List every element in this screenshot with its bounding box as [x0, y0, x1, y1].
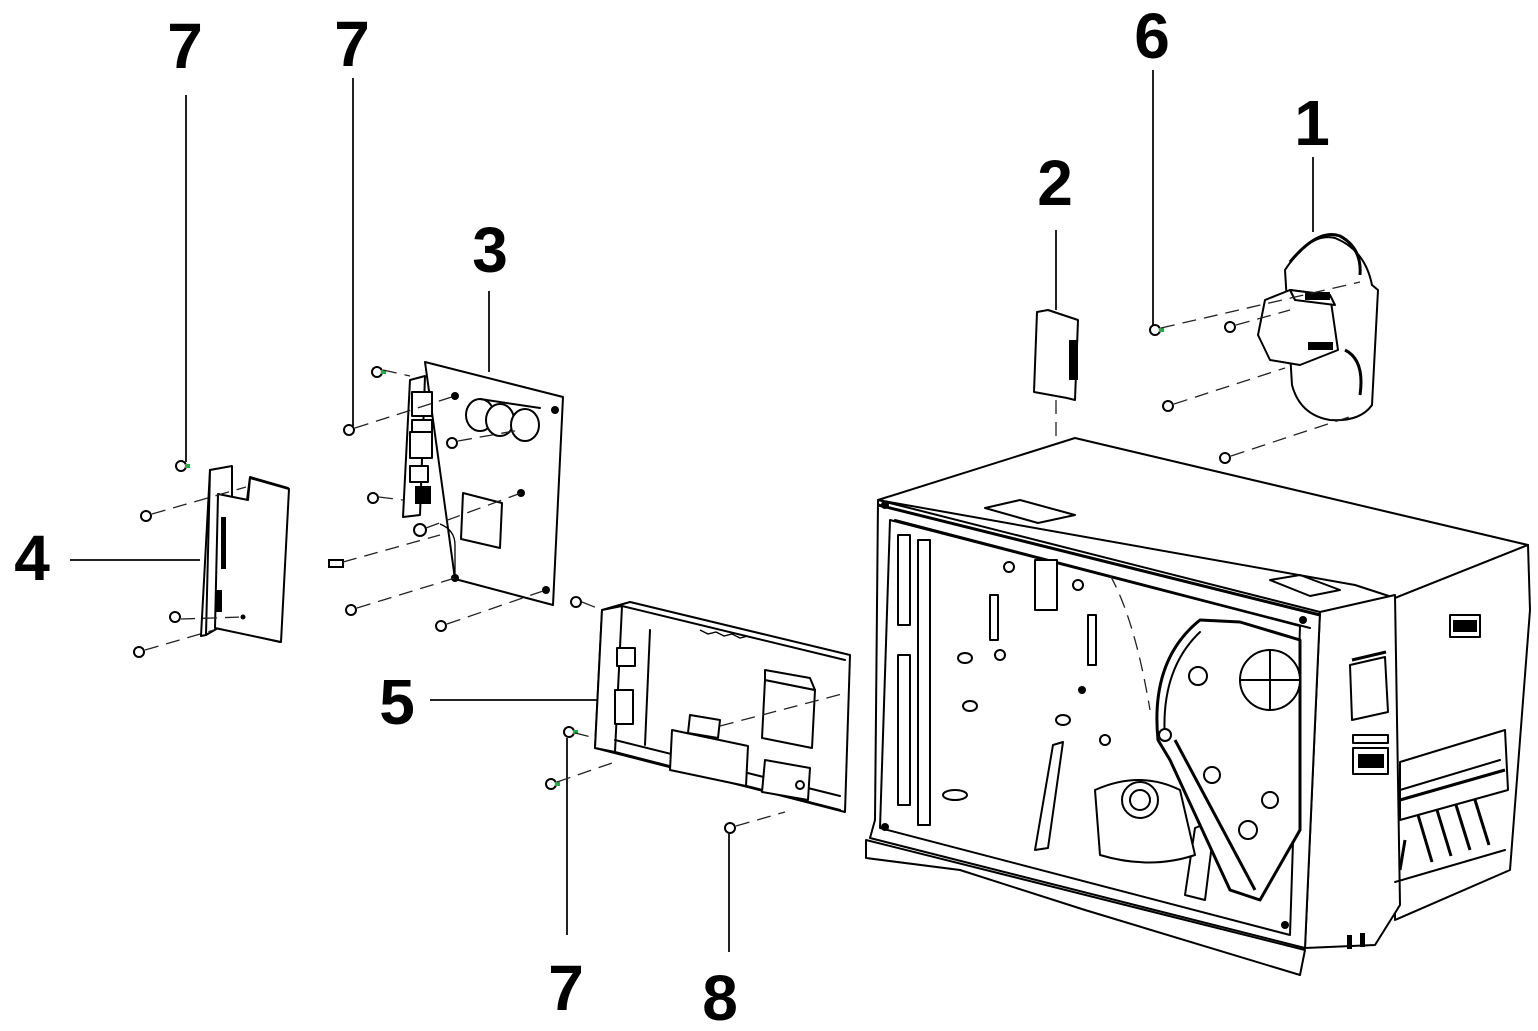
screw-icon — [140, 510, 152, 522]
screw-icon — [367, 492, 379, 504]
screw-icon — [563, 726, 578, 738]
screw-icon — [413, 523, 427, 537]
printer-chassis — [865, 437, 1531, 976]
screw-icon — [435, 620, 447, 632]
callout-8: 8 — [702, 962, 738, 1031]
part-5-power-supply — [545, 596, 851, 834]
screw-icon — [133, 646, 145, 658]
callout-6: 6 — [1134, 0, 1170, 72]
leader-lines — [70, 70, 1314, 952]
screw-icon — [371, 366, 386, 378]
screw-icon — [545, 778, 560, 790]
screw-icon — [570, 596, 582, 608]
screw-icon — [345, 604, 357, 616]
callout-2: 2 — [1037, 147, 1073, 219]
callout-1: 1 — [1294, 87, 1330, 159]
part-4-option-board — [133, 460, 290, 658]
screw-icon — [169, 611, 181, 623]
screw-icon — [328, 559, 344, 568]
screw-icon — [446, 437, 458, 449]
part-1-motor-assembly — [1149, 233, 1379, 464]
media-exit-ribs — [1398, 799, 1491, 871]
screw-icon — [175, 460, 190, 472]
callout-labels: 7 7 3 4 5 7 8 2 6 1 — [14, 0, 1330, 1031]
part-3-main-board — [328, 361, 564, 632]
screw-icon — [1219, 452, 1231, 464]
callout-3: 3 — [472, 214, 508, 286]
callout-7-top-middle: 7 — [334, 8, 370, 80]
screw-icon — [1224, 321, 1236, 333]
screw-icon — [343, 424, 355, 436]
screw-icon — [1149, 324, 1164, 336]
callout-7-top-left: 7 — [167, 10, 203, 82]
screw-icon — [724, 822, 736, 834]
callout-4: 4 — [14, 522, 50, 594]
callout-5: 5 — [379, 666, 415, 738]
screw-icon — [1162, 400, 1174, 412]
callout-7-bottom: 7 — [548, 952, 584, 1024]
part-2-small-board — [1033, 309, 1079, 505]
